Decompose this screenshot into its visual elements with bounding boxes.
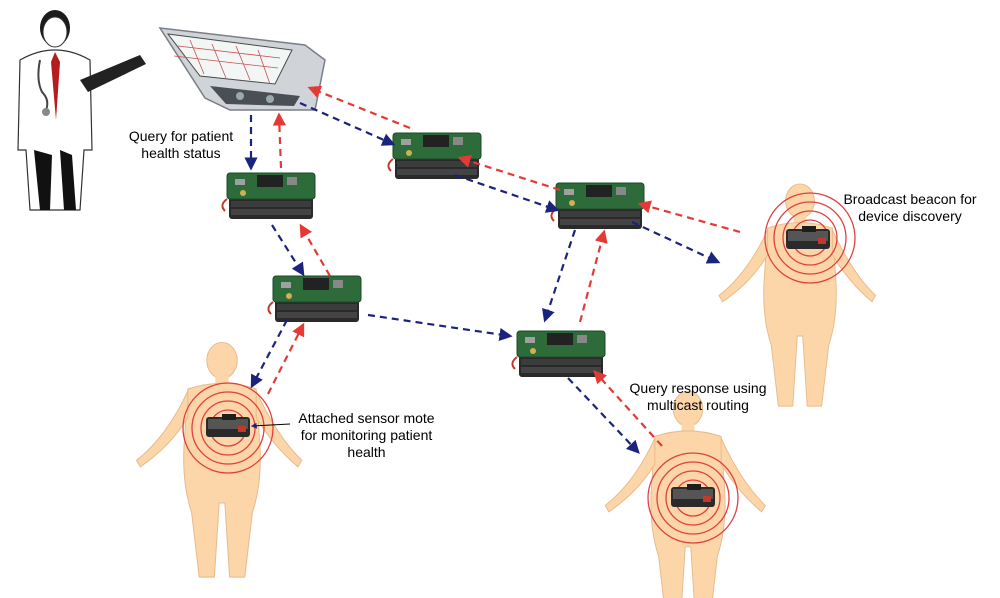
beacon-label-line-2: device discovery — [858, 208, 962, 224]
communication-arrows — [244, 85, 741, 454]
sensor-mote-icon — [267, 275, 362, 323]
sensor-mote-icon — [511, 330, 606, 378]
sensor-mote-icon — [221, 172, 316, 220]
response-label: Query response using multicast routing — [618, 380, 778, 414]
sensor-label-line-3: health — [347, 444, 386, 460]
sensor-label-line-1: Attached sensor mote — [298, 410, 435, 426]
query-label-line-2: health status — [141, 145, 221, 161]
sensor-label: Attached sensor mote for monitoring pati… — [284, 410, 449, 461]
response-label-line-2: multicast routing — [647, 397, 749, 413]
doctor-icon — [17, 10, 146, 211]
sensor-label-line-2: for monitoring patient — [300, 427, 433, 443]
sensor-mote-icon — [786, 226, 830, 249]
query-label-line-1: Query for patient — [128, 128, 234, 144]
sensor-mote-icon — [387, 132, 482, 180]
query-label: Query for patient health status — [106, 128, 256, 162]
pda-icon — [158, 27, 326, 111]
beacon-label: Broadcast beacon for device discovery — [835, 191, 985, 225]
beacon-label-line-1: Broadcast beacon for — [843, 191, 977, 207]
sensor-mote-icon — [671, 484, 715, 507]
sensor-mote-icon — [550, 182, 645, 230]
response-label-line-1: Query response using — [629, 380, 767, 396]
sensor-label-pointer — [250, 422, 291, 429]
sensor-mote-icon — [206, 414, 250, 437]
